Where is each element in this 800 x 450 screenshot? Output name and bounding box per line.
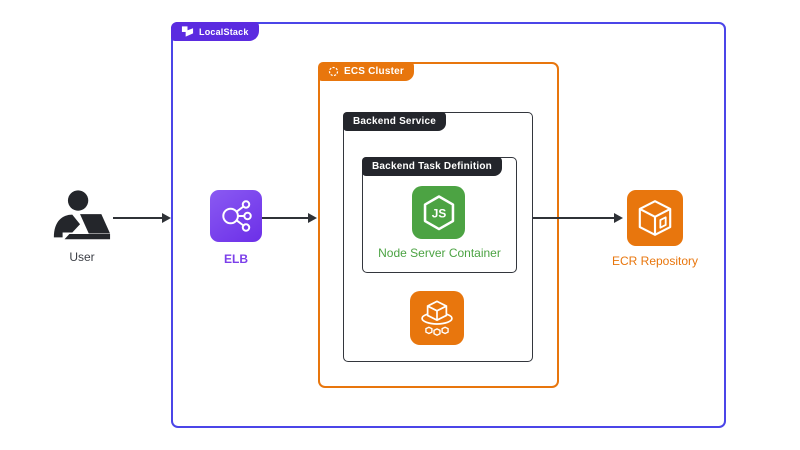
localstack-label: LocalStack [199,26,249,37]
person-at-laptop-icon [53,190,111,240]
localstack-logo-icon [181,26,194,37]
ecr-cube-icon [638,200,672,236]
nodejs-hexagon-icon: JS [423,194,454,230]
task-definition-tab: Backend Task Definition [362,157,502,176]
user-label: User [69,250,95,264]
nodejs-icon: JS [412,186,465,239]
arrow-elb-to-ecs-cluster [262,213,317,223]
ecr-icon [627,190,683,246]
nodejs-js-badge: JS [431,206,446,220]
ecs-service-icon [410,291,464,345]
localstack-tab: LocalStack [171,22,259,41]
task-definition-label: Backend Task Definition [372,161,492,172]
user-node [50,188,112,246]
node-server-container-label: Node Server Container [378,246,501,260]
elb-label: ELB [224,252,248,266]
ecs-cluster-tab: ECS Cluster [318,62,414,81]
arrow-user-to-localstack [113,213,171,223]
ecs-cluster-label: ECS Cluster [344,66,404,77]
arrow-task-to-ecr [533,213,623,223]
backend-service-label: Backend Service [353,116,437,127]
ecs-cluster-box [318,62,559,388]
ecs-service-cube-icon [421,300,453,336]
ecr-repository-label: ECR Repository [611,254,699,268]
localstack-container-box [171,22,726,428]
load-balancer-icon [222,200,252,232]
backend-service-tab: Backend Service [343,112,447,131]
ecs-cluster-ring-icon [328,66,339,77]
elb-icon [210,190,262,242]
